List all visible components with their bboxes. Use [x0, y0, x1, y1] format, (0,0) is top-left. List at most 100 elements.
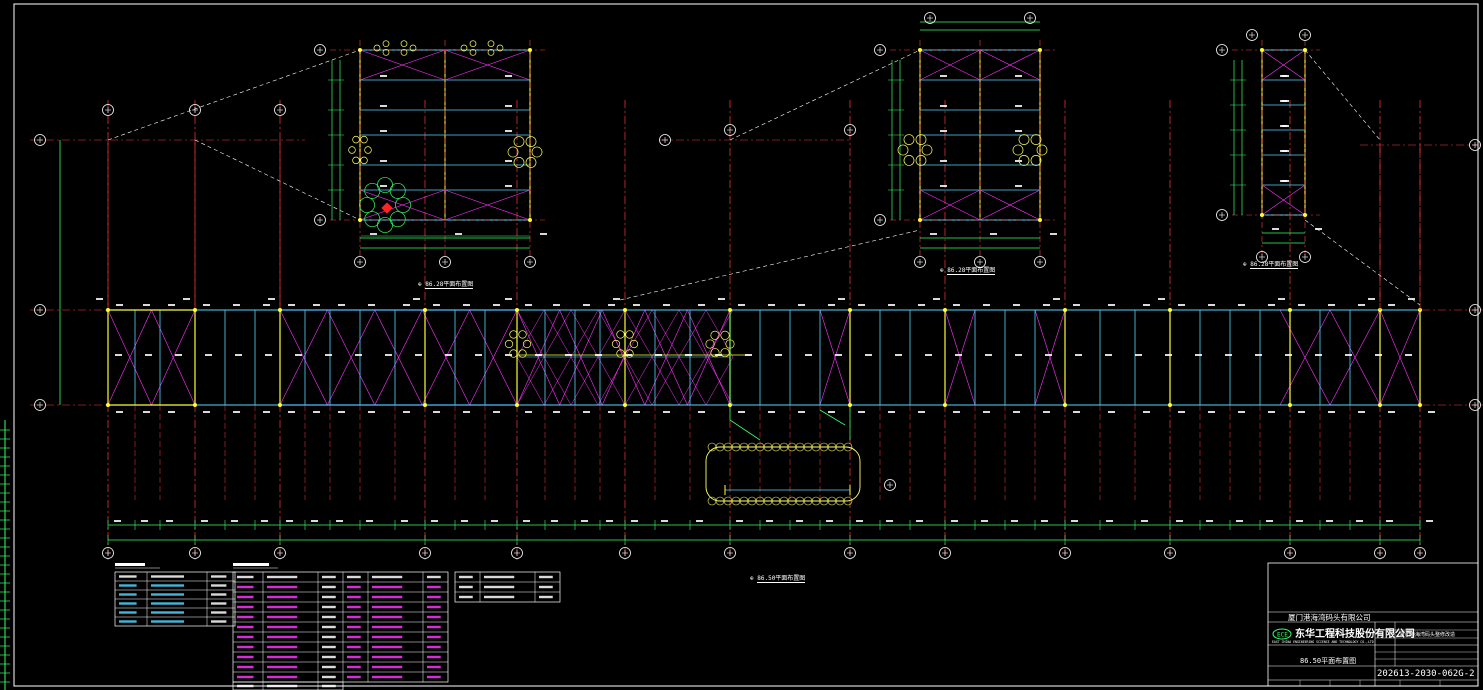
- dim-text-mark: [1358, 304, 1365, 306]
- dim-text-mark: [1225, 354, 1232, 356]
- revision-cloud-arc: [460, 44, 468, 52]
- axis-bubble: [874, 44, 886, 56]
- brace: [678, 356, 707, 406]
- brace: [327, 309, 376, 406]
- brace: [1261, 49, 1306, 81]
- brace: [374, 309, 423, 406]
- dim-text-mark: [1015, 105, 1022, 107]
- table-cell-text: [151, 584, 184, 587]
- revision-cloud-arc: [513, 136, 525, 147]
- column-node: [1418, 403, 1422, 407]
- dim-text-mark: [796, 520, 803, 522]
- table-cell-text: [347, 585, 361, 589]
- brace: [919, 189, 981, 221]
- revision-cloud-arc: [921, 144, 933, 156]
- table-cell-text: [427, 625, 441, 629]
- table-cell-text: [459, 585, 473, 589]
- column-node: [848, 403, 852, 407]
- dim-text-mark: [143, 304, 150, 306]
- revision-cloud-arc: [518, 349, 527, 358]
- brace: [444, 189, 531, 221]
- dim-text-mark: [1315, 354, 1322, 356]
- dim-text-mark: [655, 354, 662, 356]
- axis-bubble: [34, 399, 46, 411]
- revision-cloud-arc: [1012, 144, 1024, 156]
- dim-text-mark: [263, 411, 270, 413]
- column-node: [278, 403, 282, 407]
- svg-text:ECE: ECE: [1277, 632, 1288, 639]
- dim-text-mark: [1011, 520, 1018, 522]
- column-node: [515, 403, 519, 407]
- column-node: [943, 308, 947, 312]
- brace: [979, 49, 1041, 81]
- dim-text-mark: [1386, 520, 1393, 522]
- axis-bubble: [1059, 547, 1071, 559]
- dim-text-mark: [231, 520, 238, 522]
- table-cell-text: [372, 665, 403, 669]
- axis-bubble: [924, 12, 936, 24]
- column-node: [1063, 403, 1067, 407]
- dim-text-mark: [403, 304, 410, 306]
- dim-text-mark: [115, 354, 122, 356]
- dim-text-mark: [608, 304, 615, 306]
- revision-cloud-arc: [359, 197, 375, 213]
- table-title-mark: [233, 563, 269, 566]
- dim-text-mark: [1328, 411, 1335, 413]
- axis-bubble: [724, 547, 736, 559]
- revision-cloud-arc: [843, 442, 853, 452]
- table-frame: [454, 571, 561, 603]
- dim-text-mark: [313, 304, 320, 306]
- table-cell-text: [267, 675, 298, 679]
- column-node: [623, 308, 627, 312]
- dim-text-mark: [461, 520, 468, 522]
- dim-text-mark: [930, 233, 937, 235]
- dim-text-mark: [535, 354, 542, 356]
- dim-text-mark: [505, 298, 512, 300]
- dim-text-mark: [203, 411, 210, 413]
- dim-text-mark: [1015, 160, 1022, 162]
- dim-text-mark: [1015, 354, 1022, 356]
- dim-text-mark: [1272, 228, 1279, 230]
- dim-text-mark: [1280, 125, 1287, 127]
- table-cell-text: [211, 611, 227, 614]
- table-cell-text: [237, 684, 254, 688]
- brace: [651, 356, 680, 406]
- dim-text-mark: [1135, 354, 1142, 356]
- table-cell-text: [322, 675, 336, 679]
- company-name-en: EAST CHINA ENGINEERING SCIENCE AND TECHN…: [1272, 640, 1374, 644]
- dim-text-mark: [380, 130, 387, 132]
- brace: [644, 309, 688, 406]
- axis-bubble: [511, 547, 523, 559]
- brace: [687, 309, 731, 406]
- dim-text-mark: [1073, 411, 1080, 413]
- legend-table: [114, 563, 236, 627]
- revision-cloud-arc: [518, 330, 527, 339]
- revision-cloud-arc: [409, 44, 417, 52]
- revision-cloud-arc: [1036, 144, 1048, 156]
- revision-cloud-arc: [509, 330, 518, 339]
- dim-text-mark: [838, 298, 845, 300]
- dim-text-mark: [1368, 298, 1375, 300]
- dim-text-mark: [613, 298, 620, 300]
- table-cell-text: [267, 615, 298, 619]
- dim-text-mark: [491, 520, 498, 522]
- dim-text-mark: [835, 354, 842, 356]
- dim-text-mark: [368, 304, 375, 306]
- dim-text-mark: [983, 411, 990, 413]
- column-node: [423, 308, 427, 312]
- table-cell-text: [322, 625, 336, 629]
- dim-text-mark: [505, 354, 512, 356]
- table-cell-text: [322, 635, 336, 639]
- dim-text-mark: [856, 520, 863, 522]
- column-node: [623, 403, 627, 407]
- axis-bubble: [1164, 547, 1176, 559]
- dim-text-mark: [1075, 354, 1082, 356]
- dim-text-mark: [633, 411, 640, 413]
- dim-text-mark: [288, 304, 295, 306]
- axis-bubble: [939, 547, 951, 559]
- dim-text-mark: [505, 160, 512, 162]
- dim-text-mark: [553, 304, 560, 306]
- table-cell-text: [347, 675, 361, 679]
- dim-text-mark: [608, 411, 615, 413]
- dim-text-mark: [505, 105, 512, 107]
